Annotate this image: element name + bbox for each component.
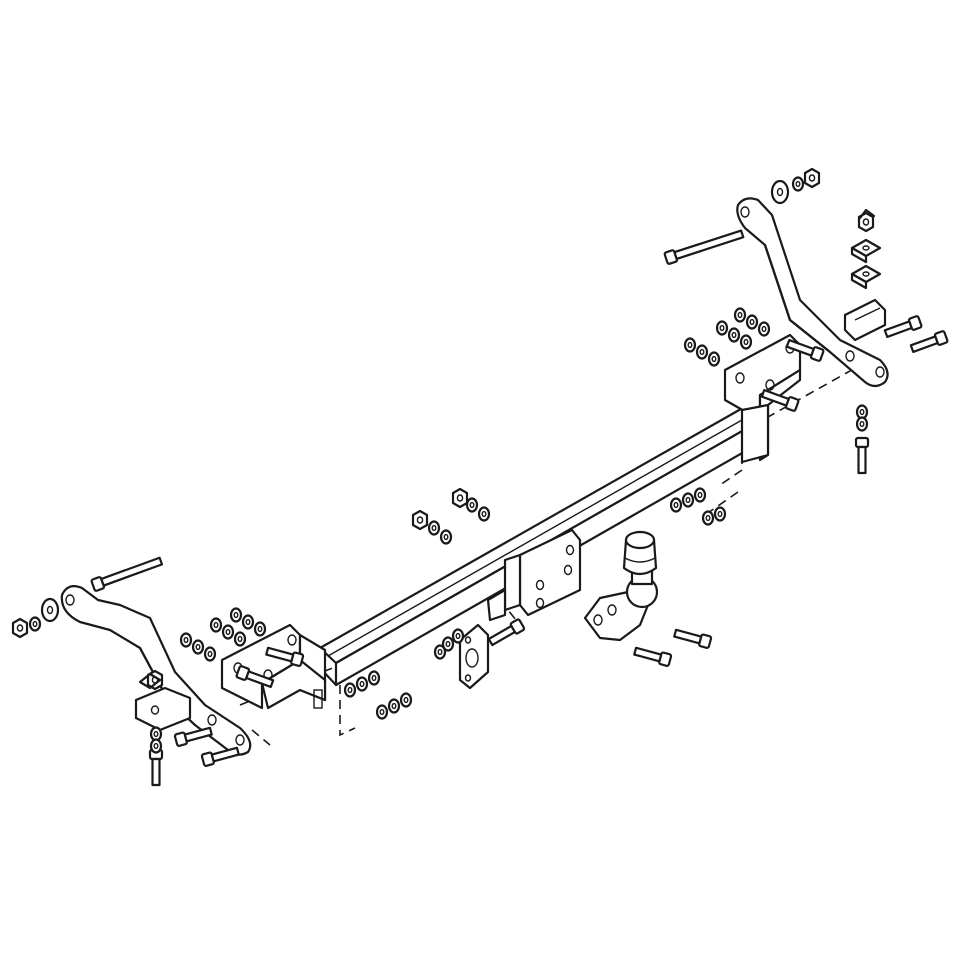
center-tow-plate	[486, 528, 582, 622]
cable-clip	[138, 208, 876, 690]
bolts	[89, 229, 950, 787]
right-side-bracket	[736, 197, 889, 388]
ball-hitch	[583, 566, 659, 642]
ball-cover	[622, 530, 658, 576]
spacer-pads	[850, 238, 882, 290]
washers	[28, 176, 869, 754]
socket-plate	[458, 623, 490, 690]
